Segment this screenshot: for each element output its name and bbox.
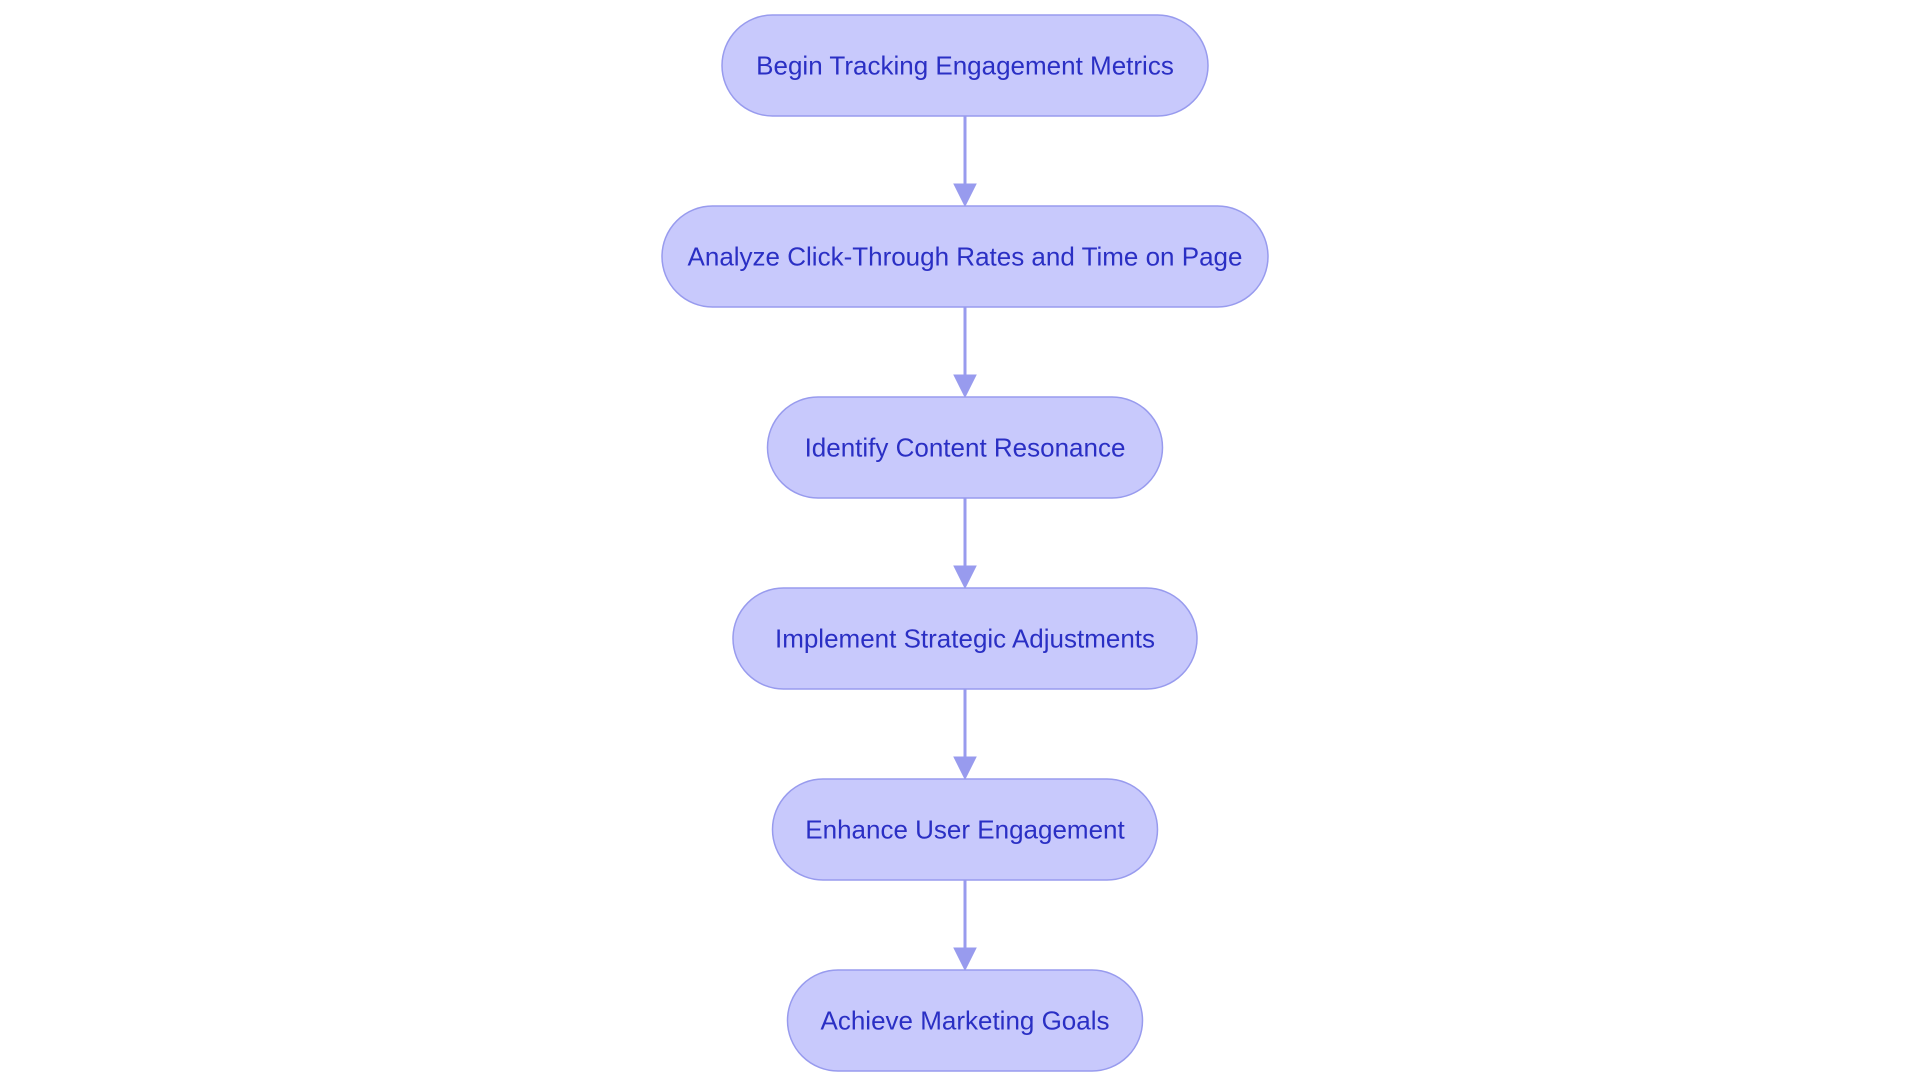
edge-identify-resonance-to-implement-adjustments [953,498,977,590]
node-label: Identify Content Resonance [805,433,1126,463]
node-label: Achieve Marketing Goals [820,1006,1109,1036]
edge-enhance-engagement-to-achieve-goals [953,880,977,972]
node-begin-tracking: Begin Tracking Engagement Metrics [721,14,1209,117]
node-shape [721,14,1209,117]
node-label: Enhance User Engagement [805,815,1125,845]
arrowhead-icon [953,947,977,972]
node-label: Begin Tracking Engagement Metrics [756,51,1174,81]
arrowhead-icon [953,565,977,590]
node-shape [771,778,1159,881]
edge-analyze-ctr-to-identify-resonance [953,307,977,399]
node-identify-resonance: Identify Content Resonance [766,396,1164,499]
node-achieve-goals: Achieve Marketing Goals [786,969,1144,1072]
node-shape [786,969,1144,1072]
arrowhead-icon [953,374,977,399]
node-shape [732,587,1198,690]
edge-begin-tracking-to-analyze-ctr [953,116,977,208]
node-enhance-engagement: Enhance User Engagement [771,778,1159,881]
node-label: Implement Strategic Adjustments [775,624,1155,654]
node-implement-adjustments: Implement Strategic Adjustments [732,587,1198,690]
arrowhead-icon [953,756,977,781]
edges-layer [953,116,977,972]
nodes-layer: Begin Tracking Engagement MetricsAnalyze… [661,14,1269,1072]
edge-implement-adjustments-to-enhance-engagement [953,689,977,781]
node-label: Analyze Click-Through Rates and Time on … [688,242,1243,272]
node-analyze-ctr: Analyze Click-Through Rates and Time on … [661,205,1269,308]
node-shape [661,205,1269,308]
node-shape [766,396,1164,499]
arrowhead-icon [953,183,977,208]
